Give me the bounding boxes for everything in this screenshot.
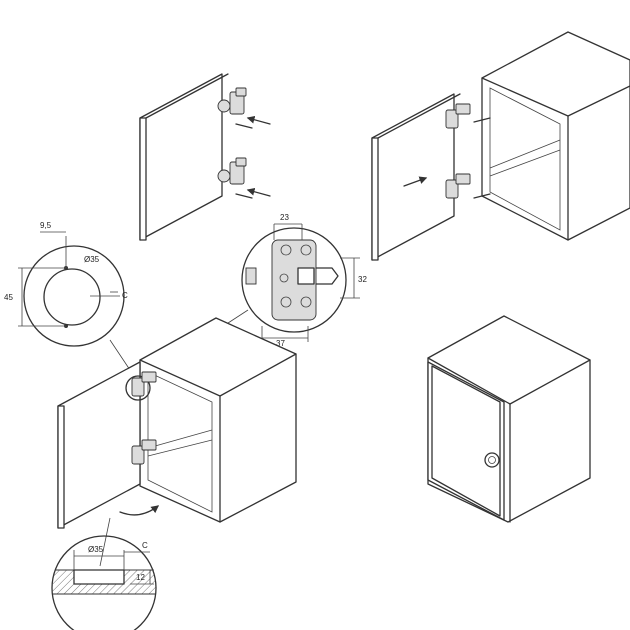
dim-cup-diameter-bottom: Ø35 [88, 545, 104, 554]
dim-plate-width: 23 [280, 213, 289, 222]
dim-gap-bottom: C [142, 541, 148, 550]
open-door [57, 361, 141, 529]
hinge-mounted-lower [131, 439, 157, 465]
hinge-upper [217, 87, 247, 115]
hinge-upper-attached [445, 103, 471, 129]
door-with-hinges-view [139, 73, 271, 241]
hinge-mounted-upper [125, 371, 157, 401]
open-cabinet-view [57, 317, 297, 567]
cup-hole [43, 268, 101, 326]
dim-height-spacing: 45 [4, 293, 13, 302]
section-detail-bottom: Ø35 C 12 [51, 535, 157, 630]
closed-cabinet-view [427, 315, 591, 523]
knob [484, 452, 500, 468]
dim-plate-height: 32 [358, 275, 367, 284]
dim-gap-top: C [122, 291, 128, 300]
hinge-lower-attached [445, 173, 471, 199]
dim-cup-diameter-top: Ø35 [84, 255, 100, 264]
dim-offset-top: 9,5 [40, 221, 52, 230]
dim-cup-depth: 12 [136, 573, 145, 582]
drilling-detail-top: 9,5 Ø35 45 C [4, 221, 139, 383]
hinge-lower [217, 157, 247, 185]
cabinet-door-attach-view [371, 31, 630, 261]
dim-plate-depth: 37 [276, 339, 285, 348]
